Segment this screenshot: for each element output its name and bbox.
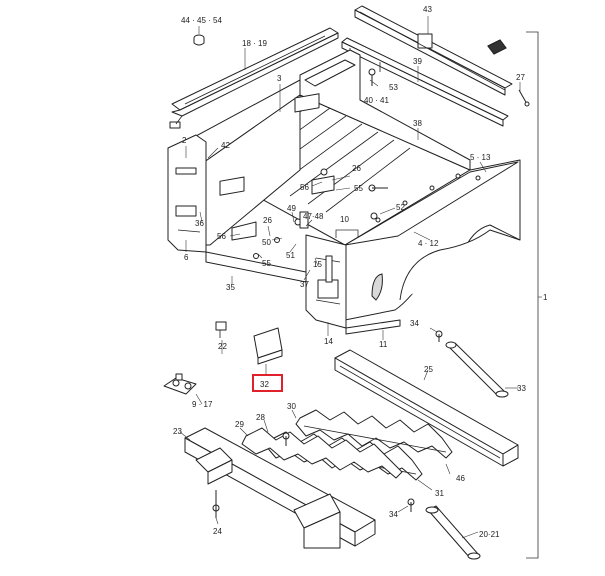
callout-3: 3 — [277, 74, 282, 83]
callout-35: 35 — [226, 283, 235, 292]
callout-18-19: 18 · 19 — [242, 39, 267, 48]
callout-6: 6 — [184, 253, 189, 262]
callout-49: 49 — [287, 204, 296, 213]
highlight-box-32 — [252, 374, 283, 392]
callout-30: 30 — [287, 402, 296, 411]
callout-24: 24 — [213, 527, 222, 536]
callout-52: 52 — [396, 203, 405, 212]
callout-36: 36 — [195, 219, 204, 228]
bed-fasteners — [231, 68, 388, 283]
callout-29: 29 — [235, 420, 244, 429]
callout-9-17: 9 · 17 — [192, 400, 213, 409]
callout-42: 42 — [221, 141, 230, 150]
callout-46: 46 — [456, 474, 465, 483]
callout-26-b: 26 — [263, 216, 272, 225]
callout-33: 33 — [517, 384, 526, 393]
callout-40-41: 40 · 41 — [364, 96, 389, 105]
callout-10: 10 — [340, 215, 349, 224]
bolt-24 — [212, 490, 220, 518]
callout-11: 11 — [379, 340, 388, 349]
stay-20-21 — [407, 498, 481, 560]
callout-31: 31 — [435, 489, 444, 498]
crossmember-29 — [241, 427, 403, 479]
frame-rail-23 — [184, 427, 376, 549]
callout-2: 2 — [182, 136, 187, 145]
callout-43: 43 — [423, 5, 432, 14]
callout-55-b: 55 — [262, 259, 271, 268]
callout-56-a: 56 — [300, 183, 309, 192]
callout-14: 14 — [324, 337, 333, 346]
front-arrow-icon — [487, 39, 507, 55]
cargo-bed — [167, 49, 521, 335]
plug-part — [193, 34, 205, 46]
assembly-bracket-1 — [526, 31, 539, 559]
callout-1: 1 — [543, 293, 548, 302]
callout-51: 51 — [286, 251, 295, 260]
plate-9-17 — [163, 373, 197, 395]
callout-55-a: 55 — [354, 184, 363, 193]
top-rail-left — [169, 27, 339, 129]
callout-27: 27 — [516, 73, 525, 82]
callout-39: 39 — [413, 57, 422, 66]
leader-lines — [179, 79, 518, 539]
callout-34-b: 34 — [389, 510, 398, 519]
callout-38: 38 — [413, 119, 422, 128]
hook-22 — [215, 321, 227, 338]
callout-47-48: 47·48 — [303, 212, 324, 221]
stay-33 — [435, 330, 509, 398]
top-rail-right — [354, 5, 513, 96]
long-rail-39 — [341, 37, 509, 127]
callout-4-12: 4 · 12 — [418, 239, 439, 248]
panel-32 — [253, 327, 283, 365]
callout-53: 53 — [389, 83, 398, 92]
callout-34-a: 34 — [410, 319, 419, 328]
callout-labels: 44 · 45 · 54 18 · 19 43 39 27 3 53 40 · … — [173, 5, 548, 539]
crossmember-30 — [295, 409, 453, 459]
callout-25: 25 — [424, 365, 433, 374]
callout-15: 15 — [313, 260, 322, 269]
callout-37: 37 — [300, 280, 309, 289]
callout-5-13: 5 · 13 — [470, 153, 491, 162]
callout-23: 23 — [173, 427, 182, 436]
pin-27 — [518, 89, 530, 107]
callout-44-45-54: 44 · 45 · 54 — [181, 16, 222, 25]
callout-32: 32 — [260, 380, 269, 389]
callout-bracket-10 — [335, 229, 359, 238]
callout-50: 50 — [262, 238, 271, 247]
callout-28: 28 — [256, 413, 265, 422]
callout-22: 22 — [218, 342, 227, 351]
callout-20-21: 20·21 — [479, 530, 500, 539]
callout-26-a: 26 — [352, 164, 361, 173]
sill-beam-25 — [334, 349, 519, 467]
callout-56-b: 56 — [217, 232, 226, 241]
